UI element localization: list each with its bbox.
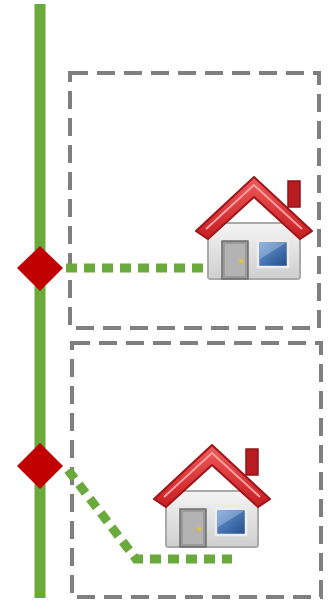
house-icon <box>196 177 312 279</box>
lot-boundary <box>70 73 319 328</box>
house-icon <box>154 445 270 547</box>
diamond-icon <box>17 443 63 489</box>
diamond-icon <box>17 246 63 291</box>
